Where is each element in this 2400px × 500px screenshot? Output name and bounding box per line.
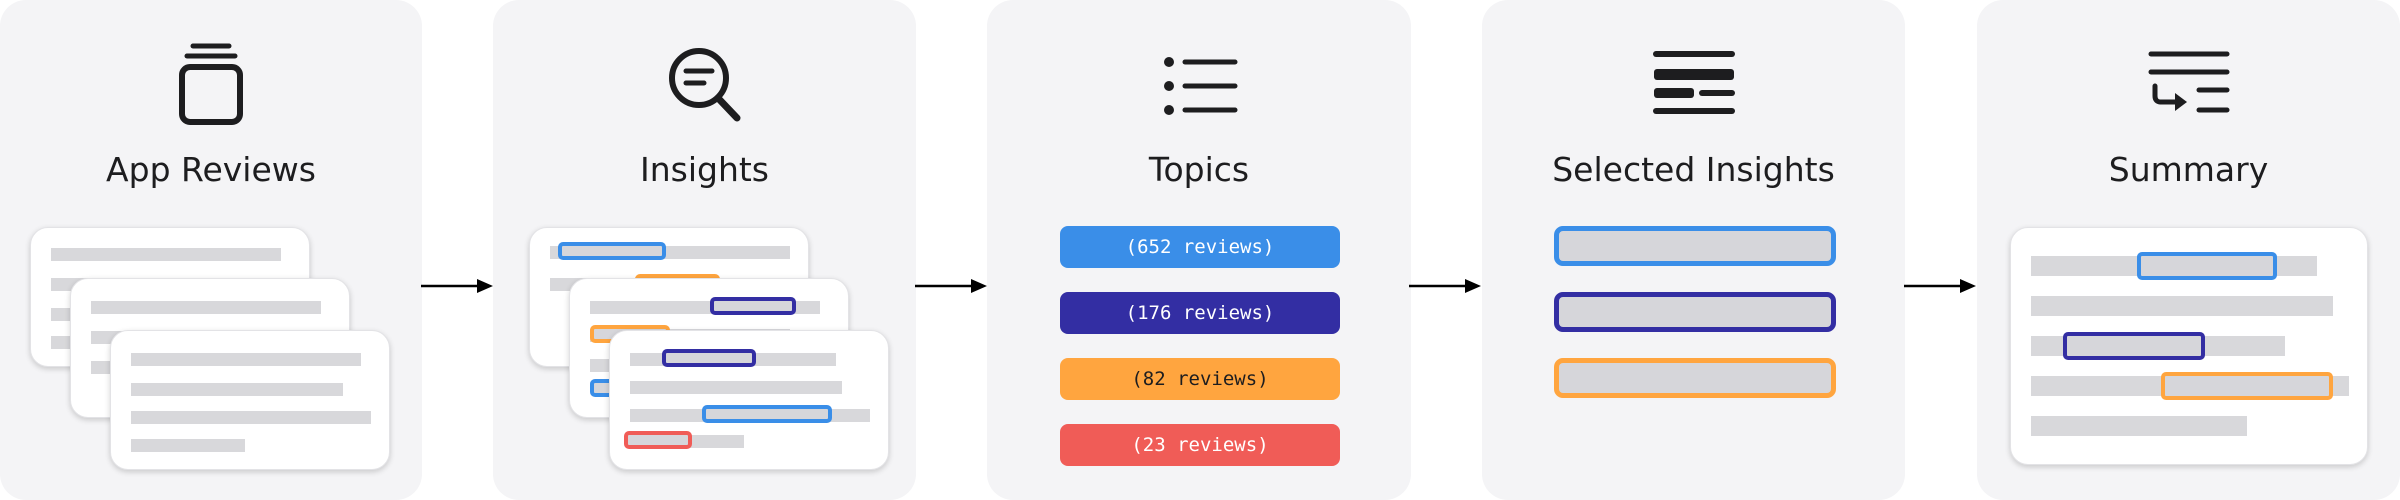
topic-pill: (82 reviews)	[1060, 358, 1340, 400]
selected-insight	[1554, 358, 1836, 398]
summary-merge-icon	[2148, 51, 2229, 113]
stage-insights: Insights	[493, 0, 916, 500]
review-card	[110, 330, 390, 470]
topic-pill: (23 reviews)	[1060, 424, 1340, 466]
stage-topics: Topics (652 reviews) (176 reviews) (82 r…	[987, 0, 1411, 500]
bullet-list-icon	[1164, 57, 1238, 115]
flow-arrow	[1409, 279, 1481, 293]
stage-title: App Reviews	[106, 150, 316, 189]
topic-pill: (176 reviews)	[1060, 292, 1340, 334]
flow-arrow	[1904, 279, 1976, 293]
stage-app-reviews: App Reviews	[0, 0, 422, 500]
selected-insight	[1554, 292, 1836, 332]
flow-arrow	[915, 279, 987, 293]
stage-title: Topics	[1148, 150, 1250, 189]
stacked-cards-icon	[179, 43, 243, 125]
search-icon	[668, 48, 740, 122]
flow-arrow	[421, 279, 493, 293]
selected-insight-list	[1554, 226, 1836, 402]
stage-summary: Summary	[1977, 0, 2400, 500]
stage-title: Summary	[2108, 150, 2269, 189]
stage-title: Selected Insights	[1552, 150, 1835, 189]
selected-insight	[1554, 226, 1836, 266]
stage-selected-insights: Selected Insights	[1482, 0, 1905, 500]
summary-card	[2010, 227, 2368, 465]
text-lines-icon	[1652, 51, 1735, 114]
stage-title: Insights	[639, 150, 769, 189]
topic-pill: (652 reviews)	[1060, 226, 1340, 268]
topic-list: (652 reviews) (176 reviews) (82 reviews)…	[1060, 226, 1340, 466]
review-card	[609, 330, 889, 470]
